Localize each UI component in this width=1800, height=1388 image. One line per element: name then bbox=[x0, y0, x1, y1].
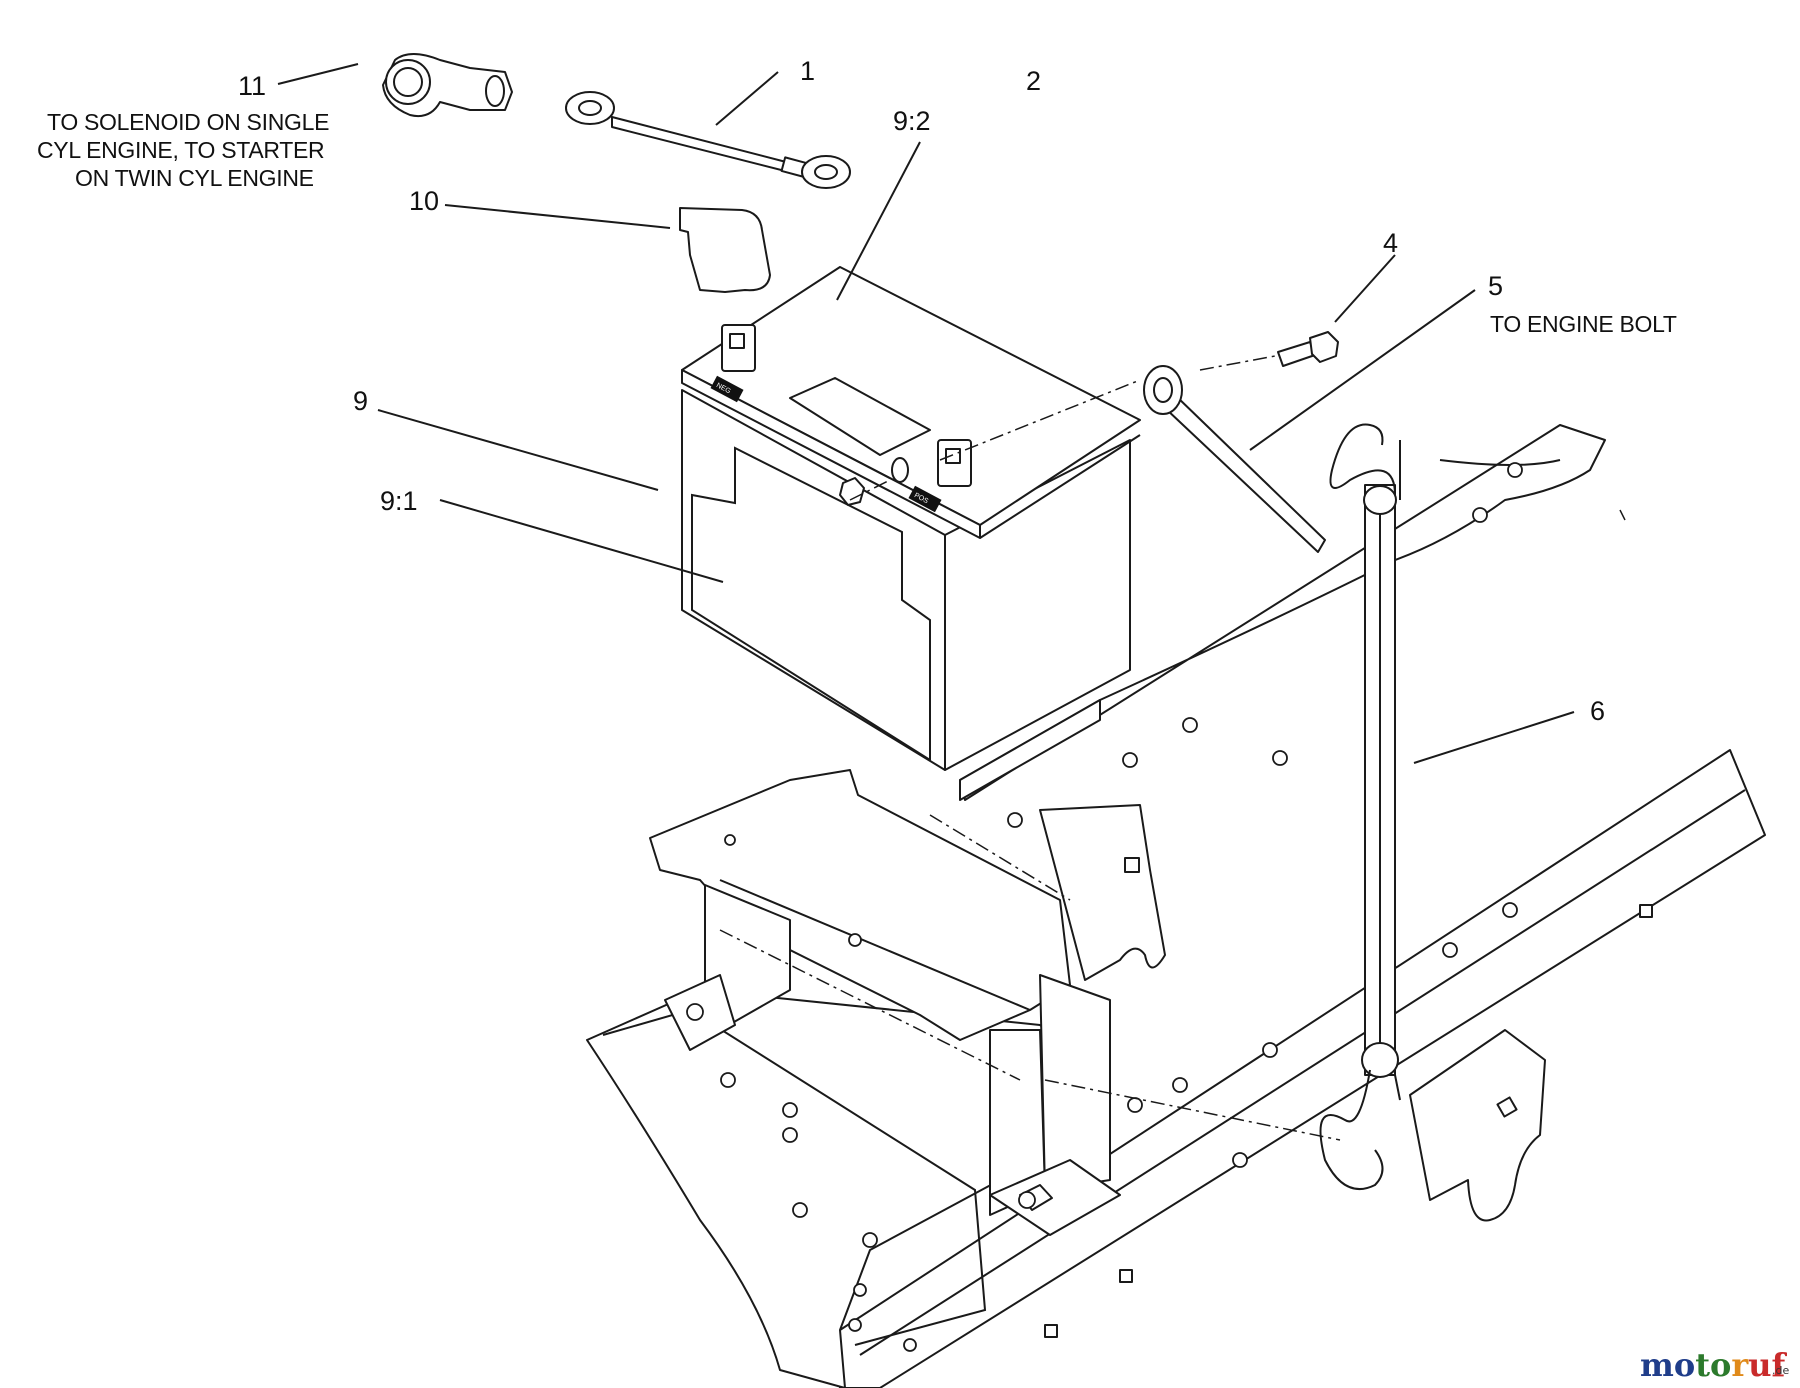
leader-lines bbox=[277, 63, 1575, 764]
callout-1: 1 bbox=[800, 56, 815, 86]
terminal-boot bbox=[382, 53, 513, 118]
callout-9: 9 bbox=[353, 386, 368, 416]
battery-cable bbox=[565, 91, 851, 189]
svg-text:.de: .de bbox=[1772, 1364, 1789, 1377]
hold-down-rod bbox=[1319, 423, 1401, 1190]
callout-11: 11 bbox=[238, 71, 266, 101]
assembly-lines bbox=[719, 355, 1626, 1141]
watermark-logo: motoruf .de bbox=[1640, 1346, 1789, 1384]
callout-5: 5 bbox=[1488, 271, 1503, 301]
frame-rail bbox=[586, 424, 1766, 1388]
battery-tray bbox=[649, 769, 1166, 1236]
battery-bolt bbox=[1277, 331, 1339, 367]
ground-cable bbox=[1143, 365, 1326, 553]
note-solenoid-line1: TO SOLENOID ON SINGLE bbox=[47, 109, 329, 135]
callout-9-2: 9:2 bbox=[893, 106, 931, 136]
note-solenoid-line3: ON TWIN CYL ENGINE bbox=[75, 165, 314, 191]
note-engine-bolt: TO ENGINE BOLT bbox=[1490, 311, 1677, 337]
svg-text:motoruf: motoruf bbox=[1640, 1346, 1787, 1384]
battery: NEG POS bbox=[681, 266, 1141, 771]
callout-2: 2 bbox=[1026, 66, 1041, 96]
callout-10: 10 bbox=[409, 186, 439, 216]
note-solenoid-line2: CYL ENGINE, TO STARTER bbox=[37, 137, 324, 163]
callout-9-1: 9:1 bbox=[380, 486, 418, 516]
terminal-cover bbox=[679, 207, 771, 293]
callout-4: 4 bbox=[1383, 228, 1398, 258]
callout-6: 6 bbox=[1590, 696, 1605, 726]
